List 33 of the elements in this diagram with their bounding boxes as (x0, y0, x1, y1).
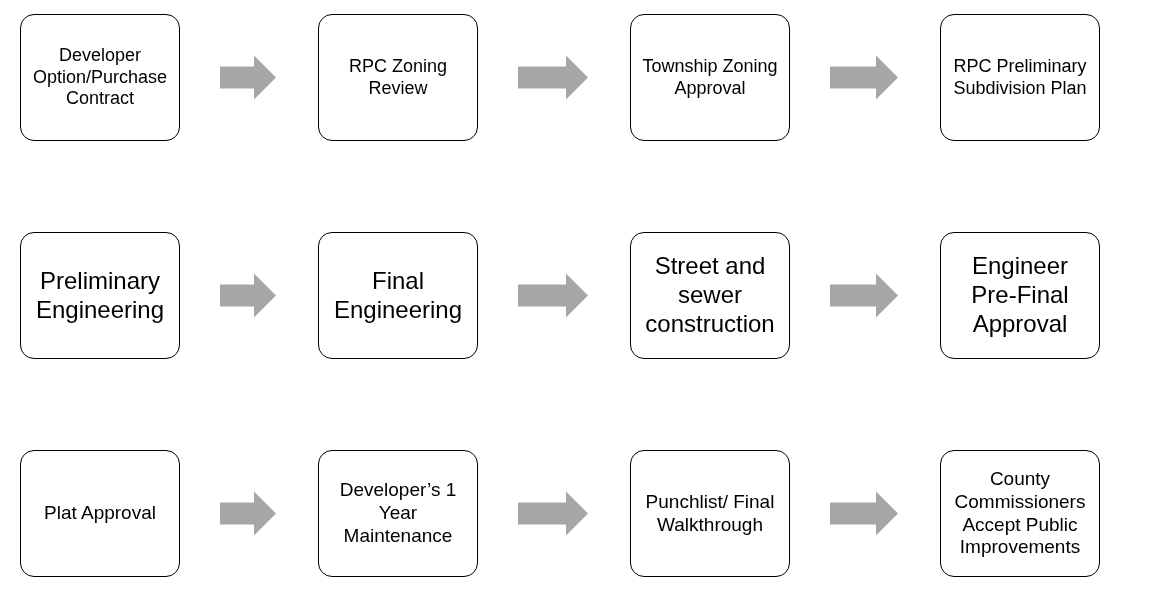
block-arrow (518, 55, 588, 100)
block-arrow (220, 273, 276, 318)
block-arrow (220, 491, 276, 536)
box-label: Final Engineering (332, 266, 464, 325)
process-box (20, 450, 180, 577)
block-arrow (830, 491, 898, 536)
box-label: Punchlist/ Final Walkthrough (644, 490, 776, 537)
process-box (318, 232, 478, 359)
block-arrow (830, 55, 898, 100)
process-box (20, 14, 180, 141)
box-label: Engineer Pre-Final Approval (970, 252, 1070, 339)
process-box (318, 450, 478, 577)
box-label: Plat Approval (44, 502, 156, 525)
block-arrow (518, 491, 588, 536)
box-label: Developer Option/Purchase Contract (31, 45, 169, 110)
block-arrow (518, 273, 588, 318)
process-box (940, 14, 1100, 141)
box-label: County Commissioners Accept Public Improvements (953, 467, 1087, 560)
box-label: Street and sewer construction (644, 252, 776, 339)
process-box (630, 14, 790, 141)
process-box (940, 450, 1100, 577)
box-label: RPC Preliminary Subdivision Plan (952, 55, 1088, 100)
process-box (630, 450, 790, 577)
process-box (940, 232, 1100, 359)
box-label: Developer’s 1 Year Maintenance (338, 479, 458, 548)
box-label: Township Zoning Approval (641, 55, 779, 100)
process-box (630, 232, 790, 359)
box-label: Preliminary Engineering (34, 266, 166, 325)
block-arrow (220, 55, 276, 100)
process-box (20, 232, 180, 359)
process-box (318, 14, 478, 141)
box-label: RPC Zoning Review (347, 55, 448, 100)
block-arrow (830, 273, 898, 318)
